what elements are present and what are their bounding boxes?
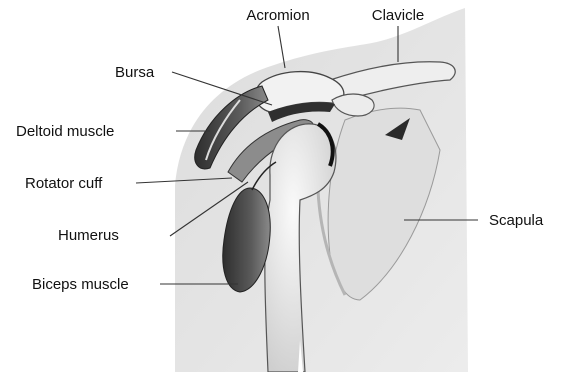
label-clavicle: Clavicle: [372, 7, 425, 24]
label-scapula: Scapula: [489, 212, 544, 229]
label-rotator-cuff: Rotator cuff: [25, 175, 103, 192]
label-deltoid-muscle: Deltoid muscle: [16, 123, 114, 140]
label-acromion: Acromion: [246, 7, 309, 24]
label-biceps-muscle: Biceps muscle: [32, 276, 129, 293]
acromion-leader: [278, 26, 285, 68]
label-humerus: Humerus: [58, 227, 119, 244]
label-bursa: Bursa: [115, 64, 155, 81]
